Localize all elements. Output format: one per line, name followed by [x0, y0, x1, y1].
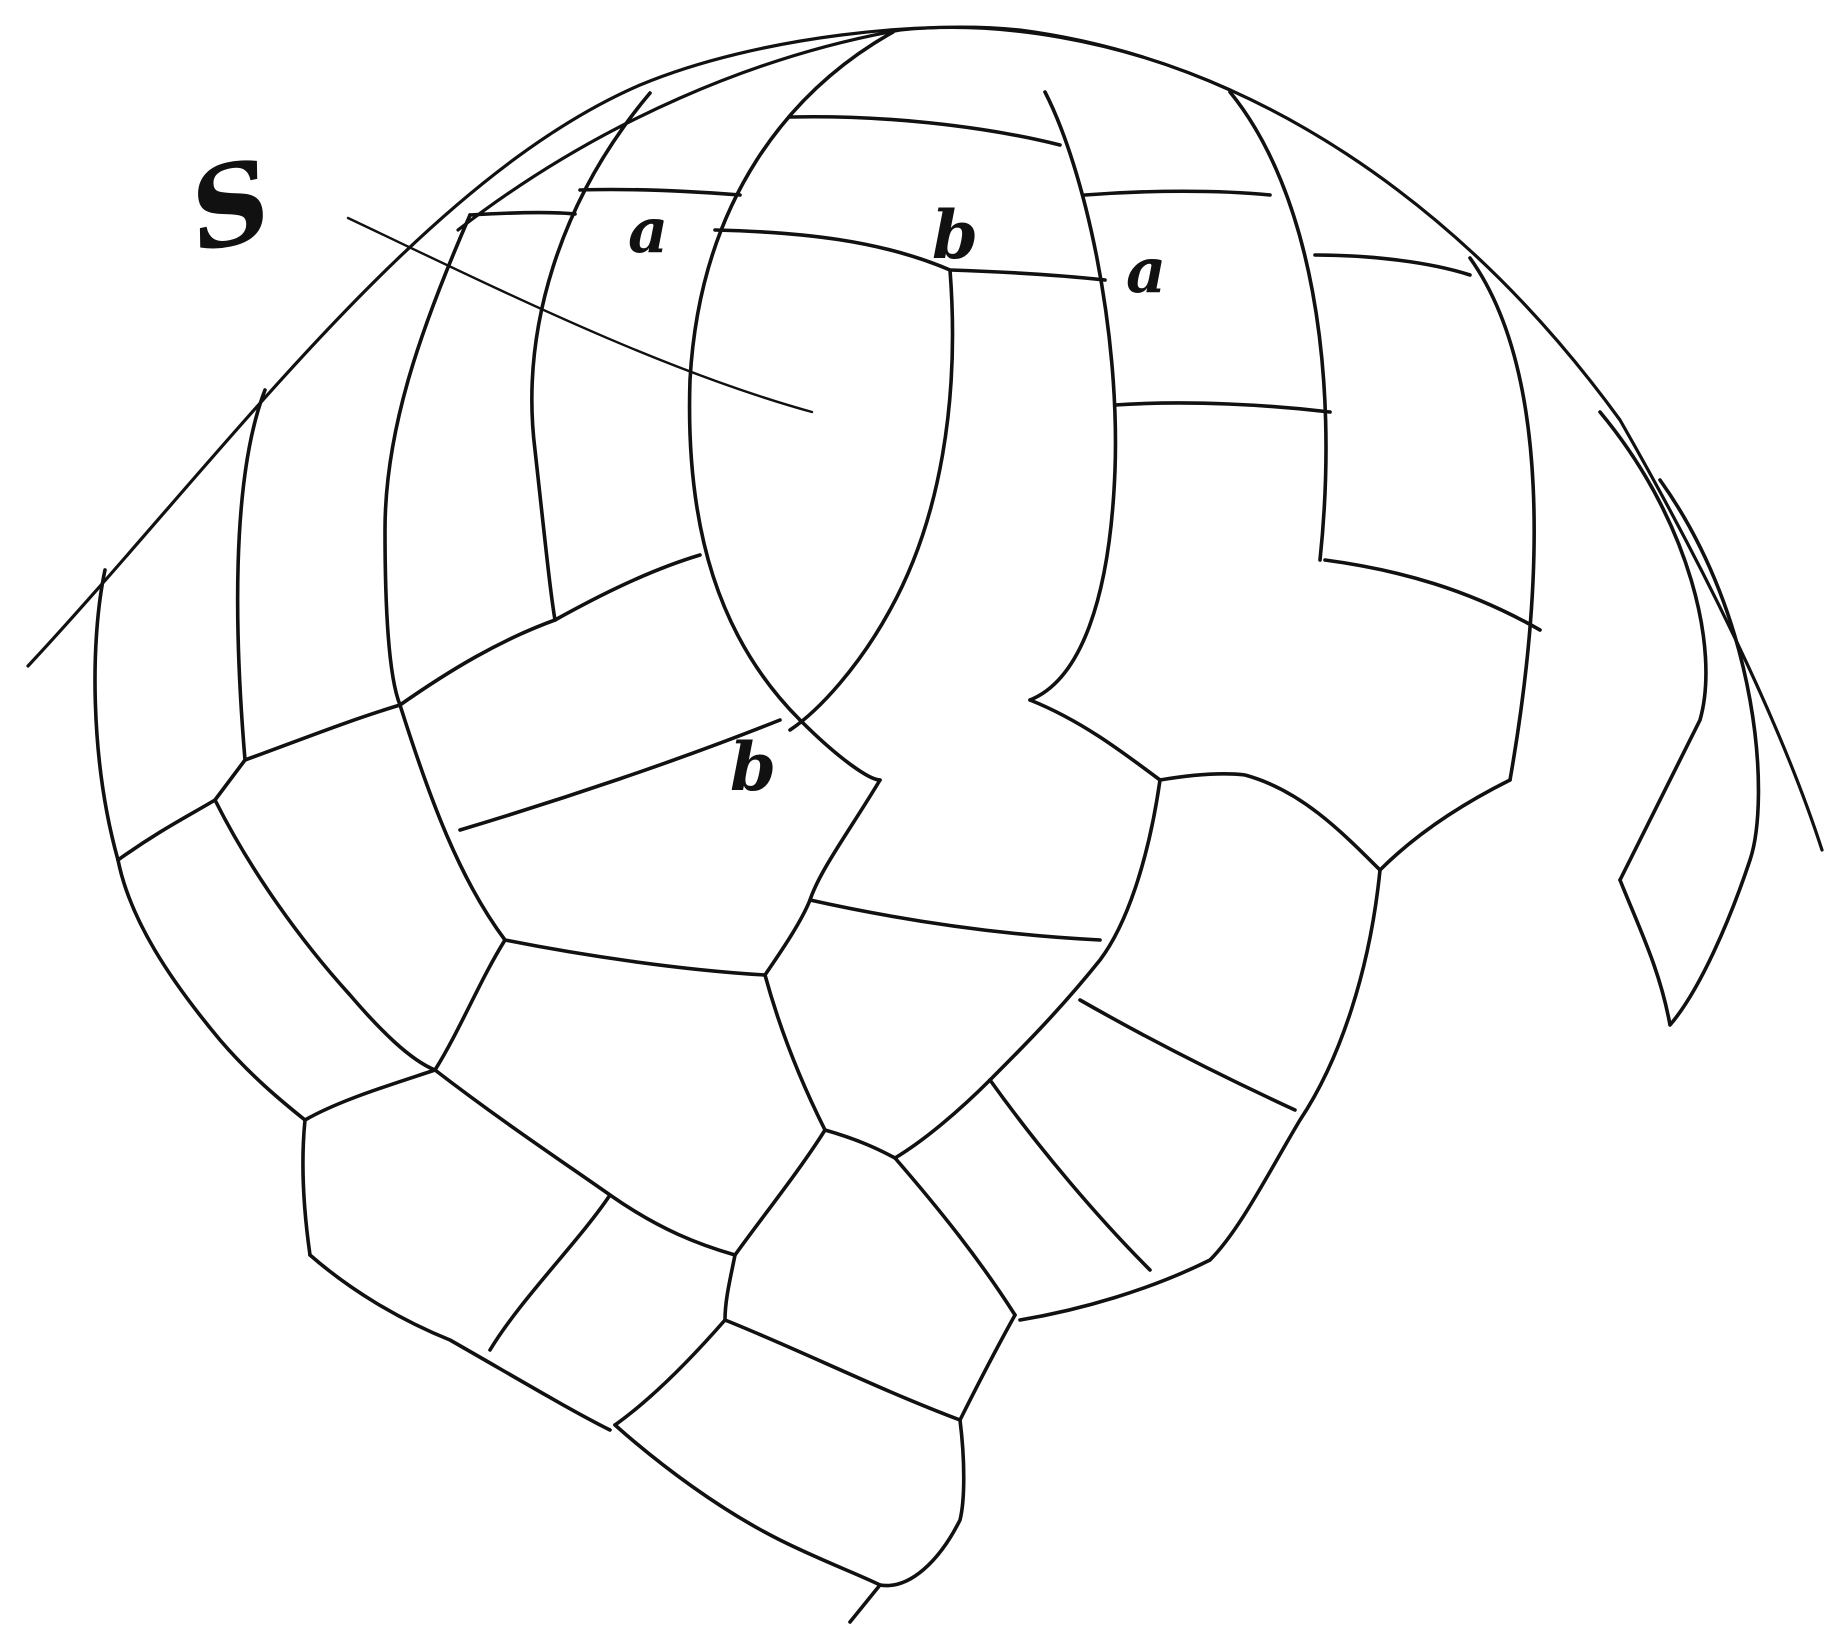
poly-wall-26: [615, 1425, 880, 1585]
poly-wall-18: [735, 1130, 825, 1255]
h-wall-mid-right-2: [1160, 774, 1380, 870]
poly-wall-24: [960, 1315, 1015, 1420]
poly-wall-16: [990, 1080, 1150, 1270]
h-wall-right-upper: [1315, 255, 1470, 275]
poly-wall-4: [765, 780, 880, 975]
top-arc: [458, 28, 1230, 231]
poly-wall-14: [825, 1130, 895, 1158]
poly-wall-7: [1080, 1000, 1295, 1110]
left-column-wall-2: [385, 215, 470, 705]
left-column-wall-4: [95, 570, 118, 860]
label-b-top: b: [932, 196, 978, 274]
h-wall-top-3: [1085, 191, 1270, 195]
h-wall-mid-left: [555, 555, 700, 620]
h-wall-b-top: [715, 230, 1105, 280]
poly-wall-1: [215, 760, 435, 1070]
poly-wall-17: [895, 1158, 1015, 1315]
label-b-bottom: b: [730, 728, 776, 806]
label-S-leader: [348, 218, 812, 412]
right-flap: [1620, 480, 1758, 1025]
h-wall-left-outer: [245, 705, 400, 760]
h-wall-right-mid: [1115, 403, 1330, 412]
poly-wall-27: [880, 1420, 964, 1586]
h-wall-right-outer: [1380, 780, 1510, 870]
poly-wall-23: [725, 1320, 960, 1420]
poly-wall-21: [490, 1195, 610, 1350]
poly-wall-22: [725, 1255, 735, 1320]
label-a-right: a: [1126, 234, 1166, 307]
right-column-wall-3: [1600, 412, 1706, 880]
central-cell-inner-wall: [790, 270, 953, 730]
poly-wall-10: [305, 1070, 435, 1120]
h-wall-left-outer-2: [118, 800, 215, 860]
right-column-wall-2: [1470, 258, 1534, 780]
label-S: S: [178, 134, 283, 277]
h-wall-mid-left-2: [400, 620, 555, 705]
poly-wall-11: [435, 940, 505, 1070]
poly-wall-28: [850, 1585, 880, 1622]
poly-wall-3: [505, 940, 765, 975]
h-wall-right-low: [1325, 560, 1540, 630]
right-column-wall-1: [1230, 92, 1326, 560]
h-wall-mid-right: [1030, 700, 1160, 780]
poly-wall-25: [615, 1320, 725, 1425]
label-a-left: a: [628, 194, 668, 267]
poly-wall-20: [310, 1255, 610, 1430]
h-wall-a-left: [470, 213, 575, 215]
poly-wall-5: [810, 900, 1100, 940]
central-cell-right-wall: [1030, 92, 1115, 700]
poly-wall-19: [303, 1120, 310, 1255]
poly-wall-9: [118, 860, 305, 1120]
poly-wall-15: [895, 1080, 990, 1158]
poly-wall-6: [990, 780, 1160, 1080]
left-column-wall-1: [532, 93, 650, 620]
left-column-wall-3: [238, 390, 265, 760]
outer-outline: [28, 27, 1822, 850]
poly-wall-13: [765, 975, 825, 1130]
h-wall-top-1: [790, 117, 1060, 145]
